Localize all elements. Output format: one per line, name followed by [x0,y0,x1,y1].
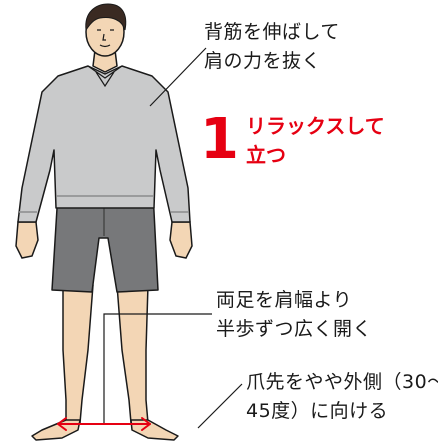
note-shoulders-line-2: 肩の力を抜く [204,50,322,72]
note-feet-width: 両足を肩幅より 半歩ずつ広く開く [216,286,372,344]
note-feet-width-line-2: 半歩ずつ広く開く [216,318,373,340]
sweater [17,65,191,223]
shorts [51,191,159,293]
feet-width-arrow [57,417,151,431]
legs [62,284,149,424]
note-toes-line-1: 爪先をやや外側（30～ [246,371,438,393]
hair [85,3,127,32]
sweater-collar [87,65,123,88]
step-title-line-1: リラックスして [246,114,385,138]
note-toes-line-2: 45度）に向ける [246,400,389,422]
note-shoulders-line-1: 背筋を伸ばして [204,21,340,43]
step-title: リラックスして 立つ [246,112,385,170]
leader-lines [103,47,243,429]
face [97,29,114,48]
note-shoulders: 背筋を伸ばして 肩の力を抜く [204,18,340,76]
note-toes: 爪先をやや外側（30～ 45度）に向ける [246,368,438,426]
step-heading: 1 リラックスして 立つ [200,108,420,188]
step-title-line-2: 立つ [246,143,286,167]
note-feet-width-line-1: 両足を肩幅より [216,289,353,311]
step-number: 1 [200,107,239,172]
